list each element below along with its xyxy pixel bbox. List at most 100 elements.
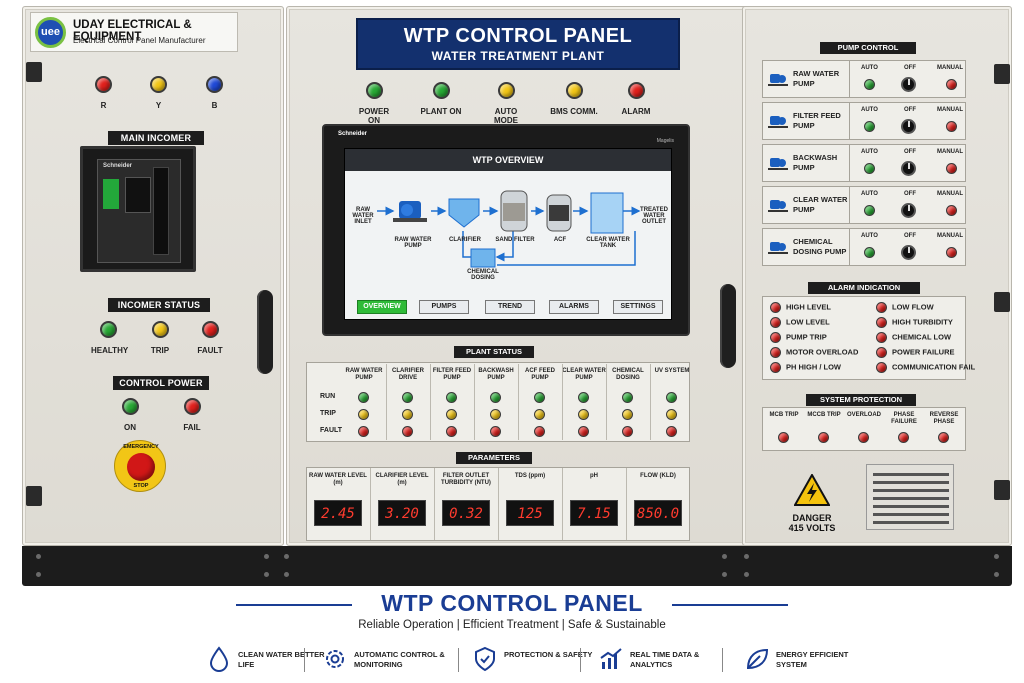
alarm-label: PH HIGH / LOW bbox=[786, 362, 841, 372]
alarm-label: HIGH LEVEL bbox=[786, 302, 832, 312]
mode-auto-label: AUTO bbox=[861, 233, 878, 239]
label-sand-filter: SAND FILTER bbox=[495, 237, 535, 243]
mode-manual-label: MANUAL bbox=[937, 233, 963, 239]
status-lamp bbox=[578, 392, 589, 403]
alarm-lamp bbox=[770, 332, 781, 343]
protection-lamp bbox=[818, 432, 829, 443]
footer-rule-left bbox=[236, 604, 352, 606]
water-drop-icon bbox=[209, 646, 229, 672]
hmi-touch-panel: Schneider Magelis WTP OVERVIEW bbox=[322, 124, 690, 336]
feature-text: REAL TIME DATA & ANALYTICS bbox=[630, 650, 700, 669]
selector-switch[interactable] bbox=[901, 203, 916, 218]
alarm-label: COMMUNICATION FAIL bbox=[892, 362, 976, 372]
lamp-label: R bbox=[100, 101, 107, 110]
bolt bbox=[36, 554, 41, 559]
alarm-item: PH HIGH / LOW bbox=[770, 362, 841, 373]
panel-subtitle: WATER TREATMENT PLANT bbox=[431, 49, 605, 63]
alarm-lamp bbox=[770, 347, 781, 358]
breaker-brand: Schneider bbox=[103, 163, 133, 169]
tab-pumps[interactable]: PUMPS bbox=[419, 300, 469, 314]
voltage-label: 415 VOLTS bbox=[788, 523, 836, 533]
grid-divider bbox=[606, 364, 607, 440]
alarm-item: COMMUNICATION FAIL bbox=[876, 362, 975, 373]
label-chemical-dosing: CHEMICAL DOSING bbox=[467, 269, 499, 281]
status-lamp bbox=[490, 409, 501, 420]
danger-sign: DANGER 415 VOLTS bbox=[778, 472, 846, 533]
pump-control-row: BACKWASH PUMP AUTO OFF MANUAL bbox=[762, 144, 966, 182]
indicator-lamp bbox=[183, 398, 201, 415]
door-handle-right[interactable] bbox=[720, 284, 736, 368]
alarm-lamp bbox=[770, 302, 781, 313]
lamp-label: BMS COMM. bbox=[550, 107, 598, 116]
alarm-indication-title: ALARM INDICATION bbox=[808, 282, 920, 294]
emergency-stop-mushroom[interactable] bbox=[127, 453, 155, 481]
mode-off-label: OFF bbox=[904, 107, 916, 113]
breaker-status-tab bbox=[103, 179, 119, 209]
plant-status-column-header: CHEMICAL DOSING bbox=[612, 368, 644, 381]
alarm-lamp bbox=[876, 302, 887, 313]
parameter-display: 0.32 bbox=[442, 500, 490, 526]
tab-alarms[interactable]: ALARMS bbox=[549, 300, 599, 314]
indicator-alarm: ALARM bbox=[618, 82, 654, 116]
lamp-control-on: ON bbox=[119, 398, 141, 432]
brand-tagline: Electrical Control Panel Manufacturer bbox=[73, 36, 206, 45]
bolt bbox=[994, 572, 999, 577]
manual-lamp bbox=[946, 247, 957, 258]
plant-status-column-header: UV SYSTEM bbox=[654, 368, 690, 374]
feature-text: CLEAN WATER BETTER LIFE bbox=[238, 650, 325, 669]
selector-switch[interactable] bbox=[901, 245, 916, 260]
bolt bbox=[994, 554, 999, 559]
alarm-lamp bbox=[876, 362, 887, 373]
door-hinge bbox=[994, 292, 1010, 312]
door-handle-left[interactable] bbox=[257, 290, 273, 374]
selector-switch[interactable] bbox=[901, 77, 916, 92]
clear-water-tank-icon bbox=[590, 192, 624, 234]
indicator-bms-comm: BMS COMM. bbox=[548, 82, 600, 116]
hmi-screen[interactable]: WTP OVERVIEW bbox=[344, 148, 672, 320]
feature-text: AUTOMATIC CONTROL & MONITORING bbox=[354, 650, 445, 669]
auto-lamp bbox=[864, 247, 875, 258]
parameters-title: PARAMETERS bbox=[456, 452, 532, 464]
label-clear-water-tank: CLEAR WATER TANK bbox=[586, 237, 630, 249]
protection-label: MCCB TRIP bbox=[807, 412, 841, 418]
selector-switch[interactable] bbox=[901, 161, 916, 176]
phase-lamp-r: R bbox=[95, 76, 112, 110]
breaker-lever[interactable] bbox=[153, 167, 169, 255]
status-lamp bbox=[578, 409, 589, 420]
breaker-trip-unit bbox=[125, 177, 151, 213]
feature-text: ENERGY EFFICIENT SYSTEM bbox=[776, 650, 849, 669]
control-power-title: CONTROL POWER bbox=[113, 376, 209, 390]
vent-slat bbox=[873, 497, 949, 500]
main-incomer-breaker[interactable]: Schneider bbox=[80, 146, 196, 272]
tab-trend[interactable]: TREND bbox=[485, 300, 535, 314]
plant-status-column-header: CLARIFIER DRIVE bbox=[392, 368, 424, 381]
vent-slat bbox=[873, 489, 949, 492]
indicator-lamp bbox=[151, 321, 169, 338]
parameter-label: TDS (ppm) bbox=[514, 473, 546, 479]
analytics-chart-icon bbox=[600, 648, 622, 669]
leaf-icon bbox=[746, 648, 769, 670]
indicator-lamp bbox=[497, 82, 515, 99]
title-plate: WTP CONTROL PANEL WATER TREATMENT PLANT bbox=[356, 18, 680, 70]
pump-icon bbox=[768, 116, 788, 128]
tab-settings[interactable]: SETTINGS bbox=[613, 300, 663, 314]
protection-label: MCB TRIP bbox=[769, 412, 799, 418]
parameter-label: FLOW (KLD) bbox=[640, 473, 676, 479]
tab-overview[interactable]: OVERVIEW bbox=[357, 300, 407, 314]
grid-divider bbox=[430, 364, 431, 440]
status-lamp bbox=[358, 409, 369, 420]
grid-divider bbox=[386, 364, 387, 440]
lamp-label: AUTO MODE bbox=[494, 107, 518, 125]
indicator-lamp bbox=[432, 82, 450, 99]
pump-control-title: PUMP CONTROL bbox=[820, 42, 916, 54]
mode-auto-label: AUTO bbox=[861, 107, 878, 113]
main-incomer-title: MAIN INCOMER bbox=[108, 131, 204, 145]
pump-control-row: CHEMICAL DOSING PUMP AUTO OFF MANUAL bbox=[762, 228, 966, 266]
acf-icon bbox=[546, 194, 572, 232]
selector-switch[interactable] bbox=[901, 119, 916, 134]
row-fault: FAULT bbox=[320, 427, 343, 434]
emergency-stop-button[interactable]: EMERGENCY STOP bbox=[114, 440, 166, 492]
bolt bbox=[722, 554, 727, 559]
pump-name: RAW WATER PUMP bbox=[793, 69, 840, 88]
door-hinge bbox=[994, 64, 1010, 84]
